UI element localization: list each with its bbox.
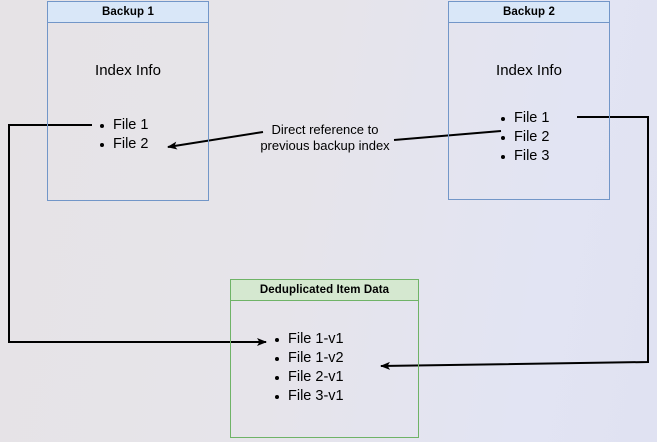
node-backup2-header: Backup 2 (448, 1, 610, 23)
list-item: File 3 (499, 147, 549, 166)
list-item: File 1-v2 (273, 349, 344, 368)
list-item: File 2-v1 (273, 368, 344, 387)
list-item: File 1 (499, 109, 549, 128)
list-item: File 2 (499, 128, 549, 147)
list-item: File 1-v1 (273, 330, 344, 349)
edge-label-line-1: Direct reference to (271, 122, 379, 137)
list-item: File 2 (98, 135, 148, 154)
node-backup2-body: Index Info File 1 File 2 File 3 (448, 23, 610, 200)
edge-label-line-2: previous backup index (260, 138, 390, 153)
list-item: File 1 (98, 116, 148, 135)
node-dedup-header: Deduplicated Item Data (230, 279, 419, 301)
node-backup2[interactable]: Backup 2 Index Info File 1 File 2 File 3 (448, 1, 610, 200)
node-backup1-body: Index Info File 1 File 2 (47, 23, 209, 201)
list-item: File 3-v1 (273, 387, 344, 406)
node-backup1-file-list: File 1 File 2 (98, 116, 148, 154)
node-backup1-index-label: Index Info (95, 62, 161, 79)
edge-label-direct-reference: Direct reference to previous backup inde… (255, 122, 395, 154)
node-backup1-header: Backup 1 (47, 1, 209, 23)
node-backup1[interactable]: Backup 1 Index Info File 1 File 2 (47, 1, 209, 201)
node-deduplicated-item-data[interactable]: Deduplicated Item Data File 1-v1 File 1-… (230, 279, 419, 438)
node-backup2-index-label: Index Info (496, 62, 562, 79)
node-dedup-file-list: File 1-v1 File 1-v2 File 2-v1 File 3-v1 (273, 330, 344, 406)
node-backup2-file-list: File 1 File 2 File 3 (499, 109, 549, 166)
node-dedup-body: File 1-v1 File 1-v2 File 2-v1 File 3-v1 (230, 301, 419, 438)
